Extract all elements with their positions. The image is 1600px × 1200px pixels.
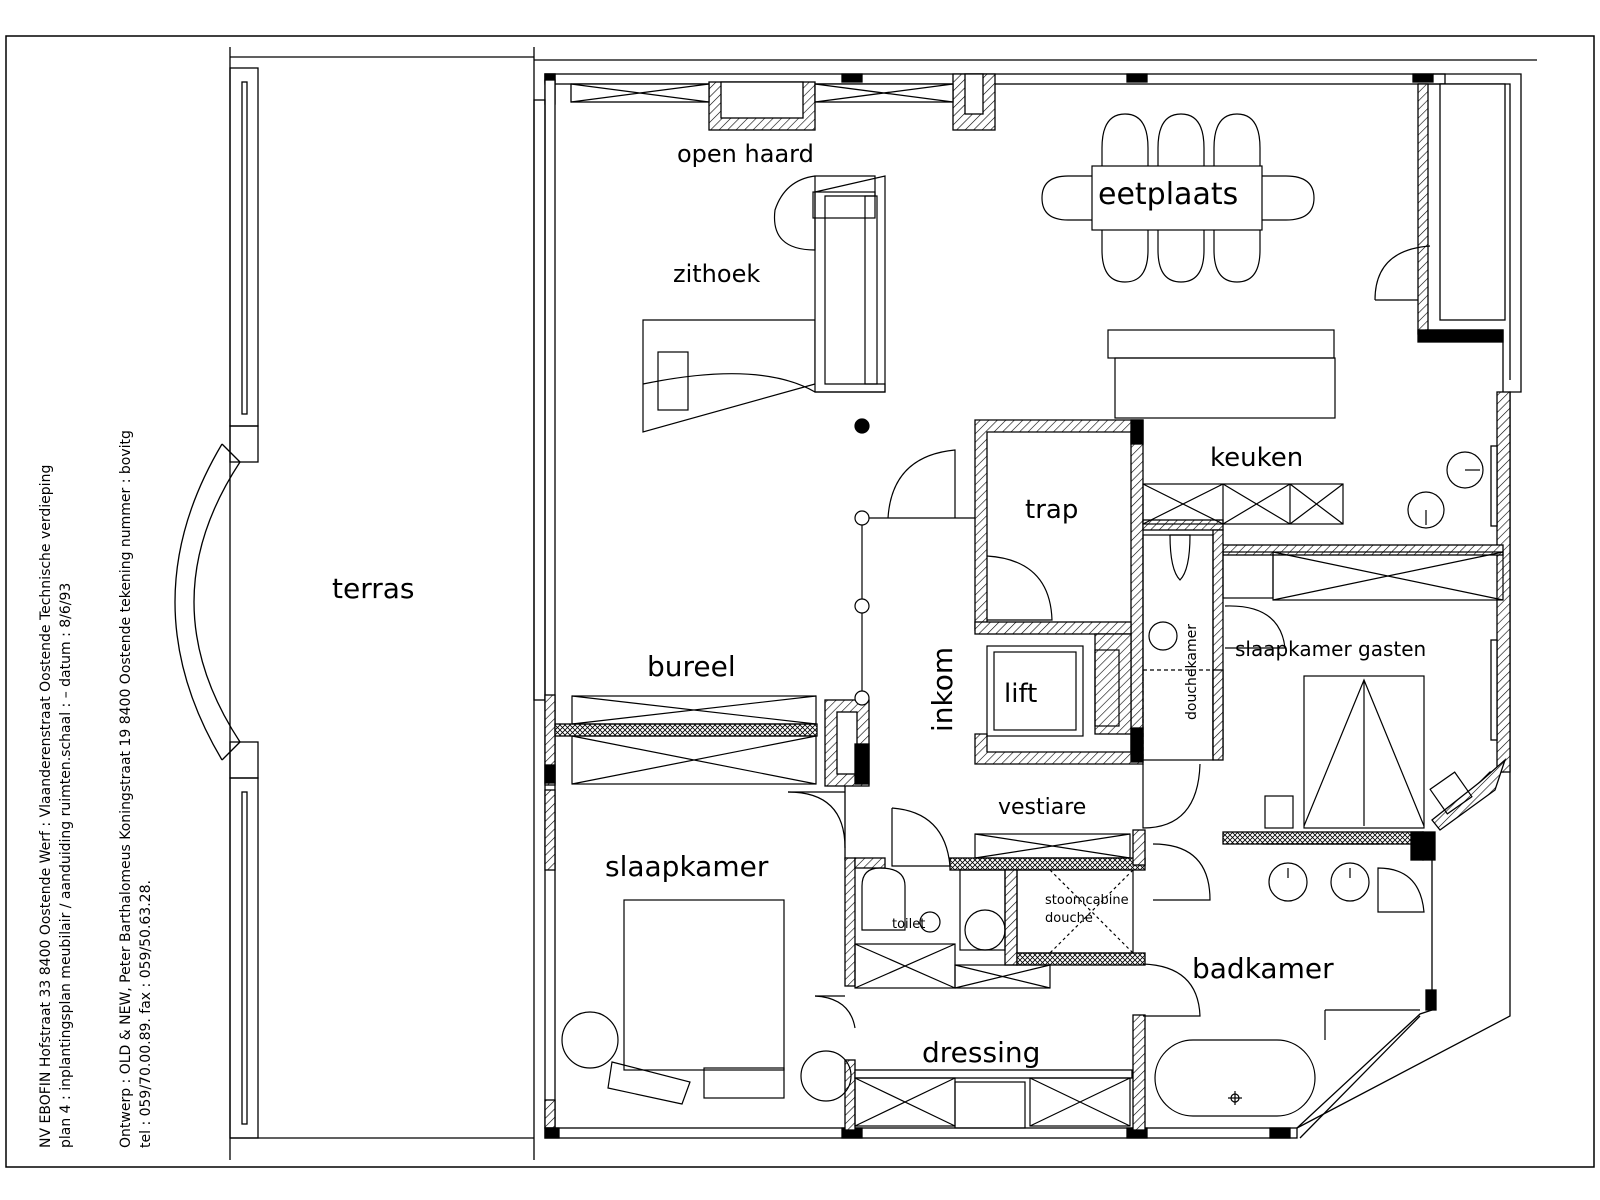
room-slaapkamer: slaapkamer [605, 850, 769, 883]
room-dressing: dressing [922, 1036, 1040, 1069]
room-badkamer: badkamer [1192, 952, 1334, 985]
title-line-2: plan 4 : inplantingsplan meubilair / aan… [58, 583, 74, 1148]
room-open-haard: open haard [677, 140, 814, 168]
title-line-3: Ontwerp : OLD & NEW, Peter Barthalomeus … [118, 430, 134, 1148]
doors [787, 245, 1431, 1029]
title-line-1: NV EBOFIN Hofstraat 33 8400 Oostende Wer… [38, 465, 54, 1148]
terrace [174, 47, 534, 1160]
room-terras: terras [332, 572, 414, 605]
room-eetplaats: eetplaats [1098, 177, 1238, 212]
room-keuken: keuken [1210, 443, 1303, 473]
room-douche: douche [1045, 911, 1093, 926]
room-zithoek: zithoek [673, 260, 760, 288]
room-trap: trap [1025, 495, 1078, 525]
room-slaapkamer-gasten: slaapkamer gasten [1235, 637, 1426, 661]
room-douchekamer: douchekamer [1184, 624, 1200, 720]
title-line-4: tel : 059/70.00.89. fax : 059/50.63.28. [138, 880, 154, 1148]
furniture [561, 113, 1504, 1129]
room-stoomcabine: stoomcabine [1045, 893, 1129, 908]
sheet-border [5, 35, 1595, 1168]
room-vestiare: vestiare [998, 795, 1086, 820]
room-lift: lift [1004, 679, 1037, 709]
title-block: NV EBOFIN Hofstraat 33 8400 Oostende Wer… [38, 430, 154, 1148]
exterior-walls [533, 47, 1537, 1160]
room-inkom: inkom [926, 647, 959, 732]
room-bureel: bureel [647, 650, 736, 683]
room-toilet: toilet [892, 917, 925, 932]
interior-walls [554, 419, 1504, 1131]
room-labels: terras open haard zithoek eetplaats keuk… [332, 140, 1426, 1069]
